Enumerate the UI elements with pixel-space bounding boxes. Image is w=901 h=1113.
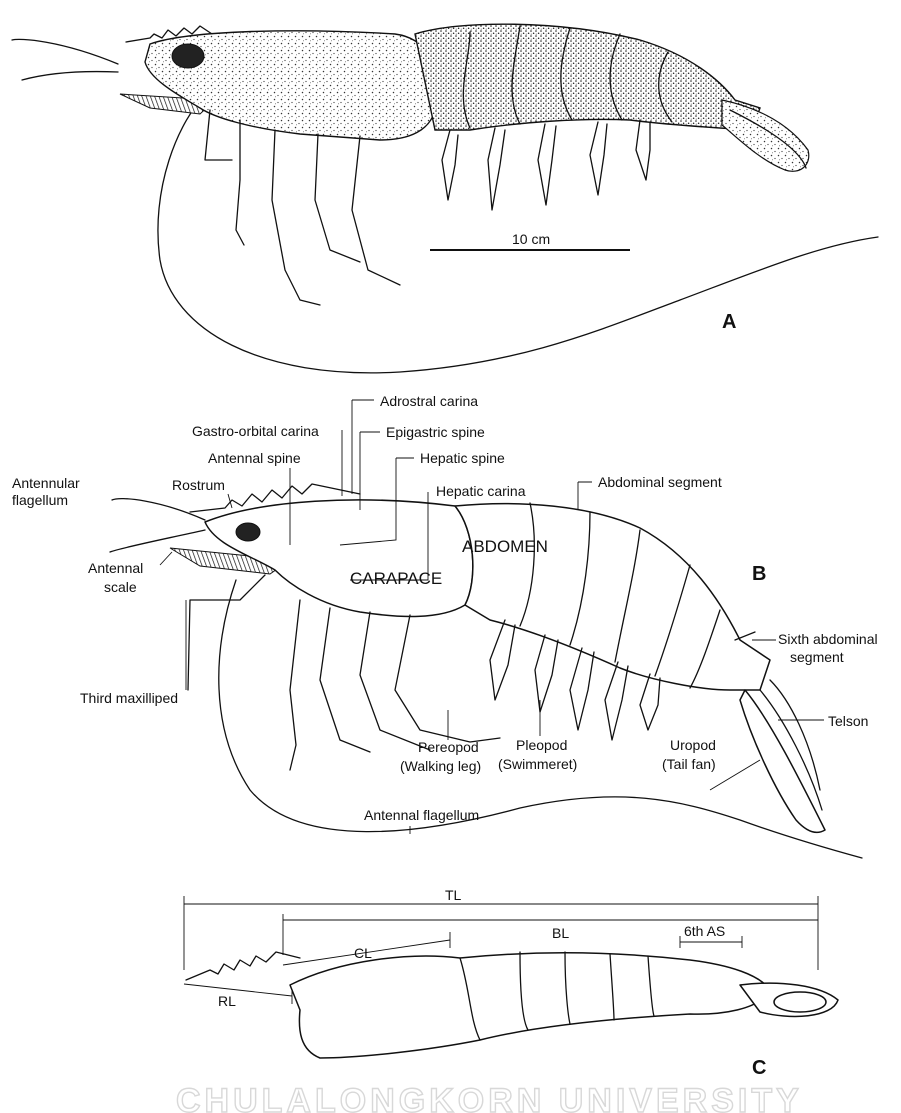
label-6th-as: 6th AS <box>684 923 725 939</box>
label-uropod-line1: Uropod <box>670 737 716 753</box>
panel-label-c: C <box>752 1057 766 1079</box>
label-hepatic-carina: Hepatic carina <box>436 483 526 499</box>
label-pereopod-line2: (Walking leg) <box>400 758 481 774</box>
label-uropod-line2: (Tail fan) <box>662 756 716 772</box>
label-antennal-scale-line1: Antennal <box>88 560 143 576</box>
panel-c-body <box>290 953 770 1058</box>
panel-a-tail-fan <box>722 100 809 171</box>
label-abdomen: ABDOMEN <box>462 537 548 556</box>
label-sixth-abdominal-segment-line1: Sixth abdominal <box>778 631 878 647</box>
label-telson: Telson <box>828 713 868 729</box>
panel-label-b: B <box>752 563 766 585</box>
label-gastro-orbital-carina: Gastro-orbital carina <box>192 423 319 439</box>
panel-a-abdomen <box>415 24 760 130</box>
label-adrostral-carina: Adrostral carina <box>380 393 478 409</box>
label-rl: RL <box>218 993 236 1009</box>
label-abdominal-segment: Abdominal segment <box>598 474 722 490</box>
label-pleopod-line1: Pleopod <box>516 737 567 753</box>
label-sixth-abdominal-segment-line2: segment <box>790 649 844 665</box>
label-antennular-flagellum-line2: flagellum <box>12 492 68 508</box>
label-carapace: CARAPACE <box>350 569 442 588</box>
panel-a-pleopods <box>442 120 650 210</box>
panel-a-eye <box>172 44 204 68</box>
label-antennal-flagellum: Antennal flagellum <box>364 807 479 823</box>
panel-a-scale-bar-label: 10 cm <box>512 231 550 247</box>
label-epigastric-spine: Epigastric spine <box>386 424 485 440</box>
label-cl: CL <box>354 945 372 961</box>
label-tl: TL <box>445 887 462 903</box>
panel-a-illustration: 10 cm <box>12 24 878 373</box>
label-antennal-scale-line2: scale <box>104 579 137 595</box>
label-third-maxilliped: Third maxilliped <box>80 690 178 706</box>
label-antennular-flagellum-line1: Antennular <box>12 475 80 491</box>
watermark: CHULALONGKORN UNIVERSITY <box>176 1082 803 1113</box>
label-pereopod-line1: Pereopod <box>418 739 479 755</box>
panel-b-abdomen <box>455 504 770 690</box>
measure-rl <box>184 984 292 1004</box>
panel-b-eye <box>236 523 260 541</box>
panel-label-a: A <box>722 311 736 333</box>
label-pleopod-line2: (Swimmeret) <box>498 756 577 772</box>
panel-c-illustration <box>184 896 838 1058</box>
label-bl: BL <box>552 925 569 941</box>
label-rostrum: Rostrum <box>172 477 225 493</box>
label-hepatic-spine: Hepatic spine <box>420 450 505 466</box>
label-antennal-spine: Antennal spine <box>208 450 301 466</box>
